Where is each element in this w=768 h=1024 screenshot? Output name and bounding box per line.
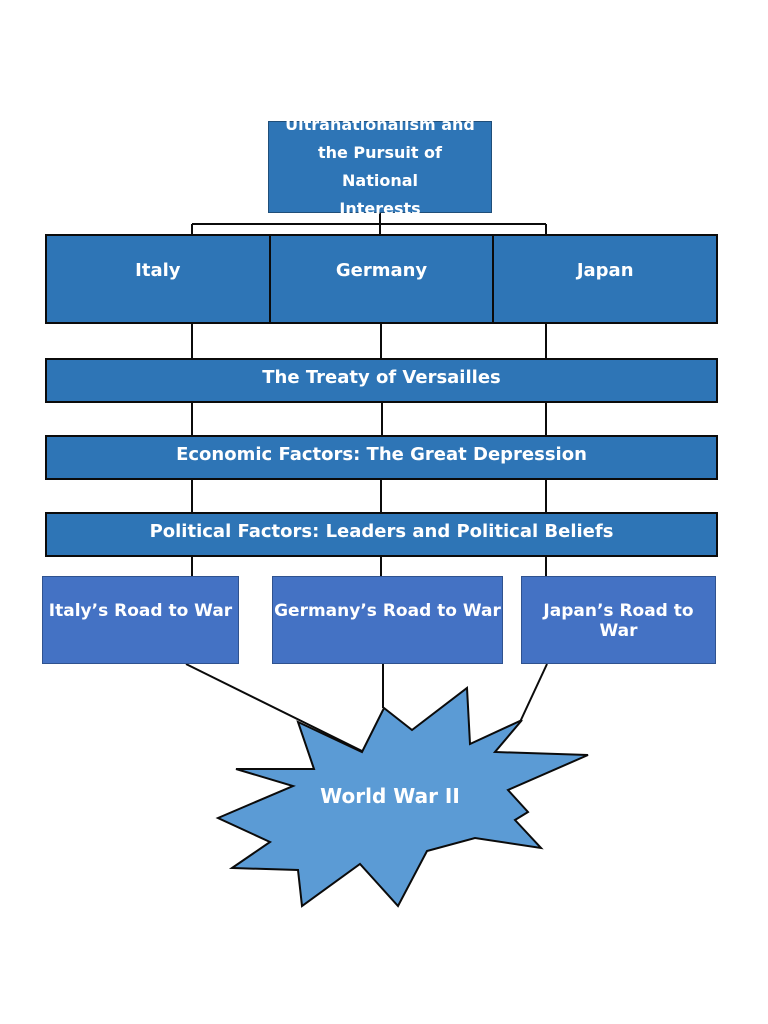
country-node-italy: Italy — [135, 260, 181, 281]
root-line-3: Interests — [339, 199, 421, 218]
road-node-japan: Japan’s Road to War — [521, 576, 716, 664]
factor-political-label: Political Factors: Leaders and Political… — [149, 521, 614, 542]
country-node-germany: Germany — [268, 236, 493, 322]
road-italy-label: Italy’s Road to War — [48, 601, 233, 621]
root-line-1: Ultranationalism and — [285, 115, 475, 134]
road-japan-label: Japan’s Road to War — [543, 601, 694, 641]
outcome-label-world-war: World War II — [320, 784, 460, 808]
country-node-japan: Japan — [492, 236, 716, 322]
root-node-text: Ultranationalism and the Pursuit of Nati… — [279, 111, 481, 223]
road-node-germany: Germany’s Road to War — [272, 576, 503, 664]
connector-japan-burst — [519, 663, 548, 723]
road-node-italy: Italy’s Road to War — [42, 576, 239, 664]
countries-row: Italy Germany Japan — [45, 234, 718, 324]
factor-economic-label: Economic Factors: The Great Depression — [176, 444, 587, 465]
factor-band-political: Political Factors: Leaders and Political… — [45, 512, 718, 557]
factor-treaty-label: The Treaty of Versailles — [262, 367, 501, 388]
road-germany-label: Germany’s Road to War — [274, 601, 501, 621]
connector-italy-burst — [185, 663, 363, 752]
factor-band-economic: Economic Factors: The Great Depression — [45, 435, 718, 480]
world-war-burst-shape — [215, 686, 589, 908]
root-line-2: the Pursuit of National — [317, 143, 443, 190]
factor-band-treaty: The Treaty of Versailles — [45, 358, 718, 403]
root-node-ultranationalism: Ultranationalism and the Pursuit of Nati… — [268, 115, 492, 218]
